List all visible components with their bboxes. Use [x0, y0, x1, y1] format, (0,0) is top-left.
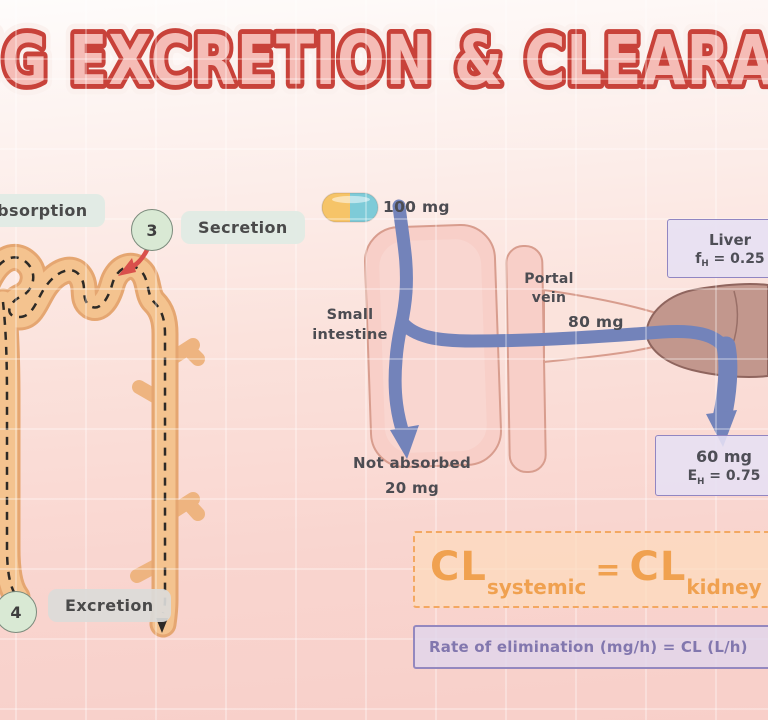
page-title: DRUG EXCRETION & CLEARANCE DRUG EXCRETIO… [0, 11, 768, 110]
tubule-limb-core [0, 291, 28, 608]
step-circle-4: 4 [0, 591, 37, 633]
cl-systemic-sub: systemic [486, 575, 587, 599]
secretion-pointer-arrow [118, 247, 150, 276]
hepatic-output-amount: 60 mg [696, 447, 752, 466]
nephron-tubule [0, 244, 205, 638]
fh-subscript: H [701, 259, 709, 270]
tubule-dashed-path [0, 256, 167, 614]
equals-sign: = [595, 553, 621, 588]
not-absorbed-line2: 20 mg [385, 479, 439, 497]
step-circle-3: 3 [131, 209, 173, 251]
liver-info-box: Liver fH = 0.25 [667, 219, 768, 278]
small-intestine-line2: intestine [312, 327, 388, 343]
title-text: DRUG EXCRETION & CLEARANCE [0, 21, 768, 101]
small-intestine-label: Small intestine [300, 305, 400, 345]
excretion-label: Excretion [48, 589, 171, 622]
portal-vein-line1: Portal [524, 271, 574, 287]
not-absorbed-line1: Not absorbed [353, 454, 471, 472]
cl-kidney-main: CL [629, 544, 687, 590]
flow-arrow-portal [395, 315, 733, 357]
rate-of-elimination-box: Rate of elimination (mg/h) = CL (L/h) [413, 625, 768, 669]
cl-systemic-main: CL [430, 544, 487, 590]
title-outer-glow: DRUG EXCRETION & CLEARANCE [0, 21, 768, 101]
fh-value: = 0.25 [713, 250, 765, 267]
eh-subscript: H [697, 476, 705, 487]
small-intestine-line1: Small [326, 307, 374, 323]
eh-value: = 0.75 [709, 468, 761, 484]
rate-of-elimination-text: Rate of elimination (mg/h) = CL (L/h) [429, 638, 748, 656]
secretion-label: Secretion [181, 211, 305, 244]
liver-eh-line: EH = 0.75 [656, 468, 768, 487]
fh-symbol: f [695, 250, 702, 267]
liver-fh-line: fH = 0.25 [668, 250, 768, 270]
hepatic-output-box: 60 mg EH = 0.75 [655, 435, 768, 496]
liver-box-title: Liver [708, 230, 752, 249]
portal-amount-label: 80 mg [568, 313, 624, 331]
portal-vein-line2: vein [531, 290, 567, 306]
reabsorption-label: Reabsorption [0, 194, 105, 227]
clearance-formula-box: CLsystemic=CLkidney+CLliver [413, 531, 768, 608]
cl-kidney-sub: kidney [686, 575, 762, 599]
flow-arrow-hepatic [706, 336, 738, 447]
oral-dose-label: 100 mg [383, 198, 450, 216]
eh-symbol: E [687, 468, 698, 484]
pill-capsule-icon [321, 192, 379, 223]
portal-vein-label: Portal vein [509, 270, 589, 308]
not-absorbed-label: Not absorbed 20 mg [337, 451, 487, 501]
